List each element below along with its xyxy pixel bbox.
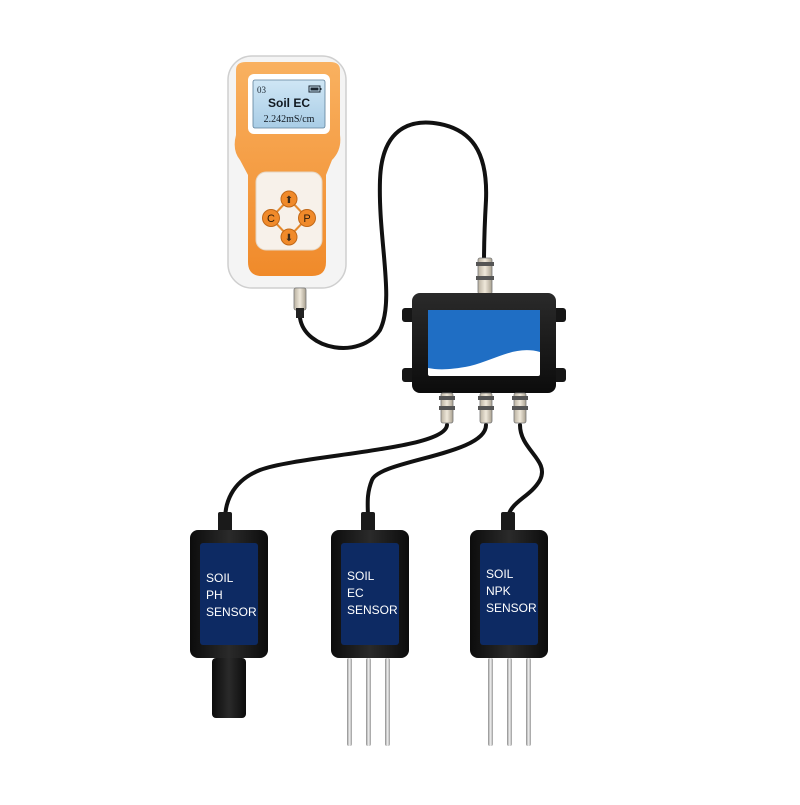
up-arrow-icon: ⬆ (285, 195, 293, 206)
hub-to-ph-cable (223, 423, 449, 522)
c-button[interactable]: C (262, 209, 280, 227)
npk-sensor-line-3: SENSOR (486, 601, 537, 615)
junction-hub (402, 257, 566, 424)
ec-sensor-line-3: SENSOR (347, 603, 398, 617)
meter-connector (293, 287, 307, 311)
down-button[interactable]: ⬇ (280, 228, 298, 246)
p-button[interactable]: P (298, 209, 316, 227)
ec-sensor-line-1: SOIL (347, 569, 375, 583)
ph-probe (212, 658, 246, 718)
ph-sensor-label-panel (200, 543, 258, 645)
hub-to-ec-cable (365, 423, 488, 522)
hub-wave-panel (428, 310, 540, 370)
hub-bottom-connectors (439, 392, 528, 424)
ph-sensor-line-3: SENSOR (206, 605, 257, 619)
ph-sensor-line-2: PH (206, 588, 223, 602)
ec-sensor-label-panel (341, 543, 399, 645)
battery-icon (308, 85, 322, 93)
lcd-title: Soil EC (268, 96, 310, 110)
ph-sensor: SOIL PH SENSOR (190, 512, 268, 718)
ec-sensor-line-2: EC (347, 586, 364, 600)
p-button-label: P (303, 213, 310, 225)
lcd-reading: 2.242mS/cm (264, 114, 315, 125)
npk-sensor-line-1: SOIL (486, 567, 514, 581)
meter-to-hub-cable (298, 120, 489, 350)
ph-sensor-line-1: SOIL (206, 571, 234, 585)
c-button-label: C (267, 213, 275, 225)
npk-sensor-line-2: NPK (486, 584, 511, 598)
keypad-panel (255, 171, 323, 251)
lcd-channel: 03 (257, 85, 267, 95)
up-button[interactable]: ⬆ (280, 190, 298, 208)
npk-probes (488, 658, 531, 746)
npk-sensor: SOIL NPK SENSOR (470, 512, 548, 746)
ec-sensor: SOIL EC SENSOR (331, 512, 409, 746)
lcd-screen (252, 79, 326, 129)
cables (223, 120, 544, 522)
hub-to-npk-cable (506, 423, 544, 522)
down-arrow-icon: ⬇ (285, 233, 293, 244)
npk-sensor-label-panel (480, 543, 538, 645)
ec-probes (347, 658, 390, 746)
handheld-meter: 03 Soil EC 2.242mS/cm ⬆ ⬇ C P (227, 55, 347, 318)
